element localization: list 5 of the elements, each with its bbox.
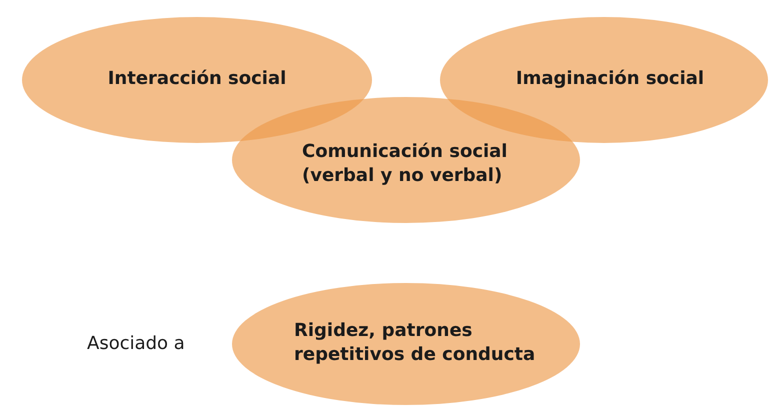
node-text: Imaginación social <box>514 67 706 91</box>
node-text: Interacción social <box>106 67 288 91</box>
node-text: Rigidez, patrones repetitivos de conducta <box>294 319 536 367</box>
node-text: Comunicación social (verbal y no verbal) <box>302 140 508 188</box>
label-text: Asociado a <box>87 333 185 354</box>
